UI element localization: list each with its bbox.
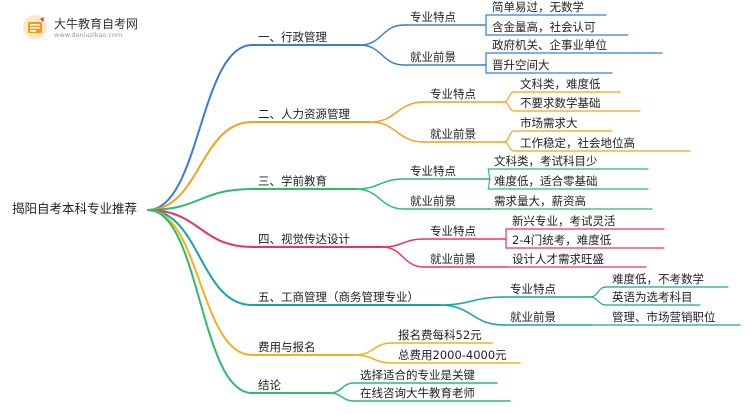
subtopic-label: 专业特点 [510,282,556,296]
root-topic: 揭阳自考本科专业推荐 [12,201,138,216]
subtopic-connector [381,238,425,248]
subtopic-connector [329,382,355,394]
subtopic-label: 专业特点 [410,10,456,24]
leaf-label: 2-4门统考，难度低 [512,233,612,247]
subtopic-connector [369,101,425,123]
leaf-label: 管理、市场营销职位 [612,310,716,324]
leaf-connector [487,168,491,180]
subtopic-label: 在线咨询大牛教育老师 [360,386,475,400]
leaf-connector [503,130,515,143]
subtopic-label: 就业前景 [510,310,556,324]
leaf-label: 难度低，适合零基础 [494,174,598,188]
subtopic-connector [359,24,405,46]
subtopic-label: 就业前景 [410,50,456,64]
subtopic-connector [369,121,425,143]
subtopic-label: 专业特点 [430,224,476,238]
branch-label: 五、工商管理（商务管理专业） [258,290,419,304]
leaf-label: 文科类，难度低 [520,77,601,91]
brand-logo-icon [22,14,48,40]
branch-connector [147,188,253,211]
subtopic-label: 就业前景 [430,127,476,141]
subtopic-connector [355,178,405,190]
subtopic-label: 就业前景 [430,252,476,266]
leaf-label: 简单易过，无数学 [492,0,584,14]
leaf-connector [503,101,515,112]
branch-connector [147,209,253,356]
subtopic-connector [381,246,425,268]
leaf-label: 政府机关、企事业单位 [492,38,607,52]
brand-url: www.daniuzikao.com [54,31,123,39]
branch-label: 四、视觉传达设计 [258,232,350,246]
branch-connector [147,209,253,248]
leaf-label: 难度低，不考数学 [612,272,704,286]
subtopic-connector [329,392,355,402]
subtopic-label: 专业特点 [430,87,476,101]
subtopic-label: 报名费每科52元 [398,328,482,342]
leaf-label: 英语为选考科目 [612,290,693,304]
leaf-label: 新兴专业，考试灵活 [512,214,616,228]
branch-connector [147,121,253,211]
branch-label: 一、行政管理 [258,30,327,44]
subtopic-connector [359,44,405,66]
branch-label: 结论 [258,378,281,392]
subtopic-connector [355,188,405,210]
leaf-connector [589,286,607,298]
leaf-label: 文科类，考试科目少 [494,154,598,168]
leaf-label: 市场需求大 [520,116,578,130]
branch-connector [147,209,253,394]
leaf-connector [503,141,515,152]
subtopic-connector [354,354,393,364]
subtopic-connector [354,342,393,356]
leaf-label: 不要求数学基础 [520,96,601,110]
branch-label: 三、学前教育 [258,174,327,188]
leaf-label: 设计人才需求旺盛 [512,252,604,266]
branch-label: 二、人力资源管理 [258,107,350,121]
leaf-label: 需求量大，薪资高 [494,194,586,208]
subtopic-label: 总费用2000-4000元 [398,348,507,362]
leaf-label: 工作稳定，社会地位高 [520,136,635,150]
subtopic-label: 就业前景 [410,194,456,208]
leaf-connector [589,296,607,306]
branch-label: 费用与报名 [258,340,316,354]
branch-connector [147,44,253,211]
subtopic-label: 专业特点 [410,164,456,178]
brand-name: 大牛教育自考网 [54,17,139,31]
branch-connector [147,209,253,306]
subtopic-connector [439,296,505,306]
leaf-label: 晋升空间大 [492,58,550,72]
subtopic-label: 选择适合的专业是关键 [360,368,475,382]
leaf-connector [487,178,491,190]
leaf-label: 含金量高，社会认可 [492,20,596,34]
leaf-connector [503,91,515,103]
subtopic-connector [439,304,505,326]
